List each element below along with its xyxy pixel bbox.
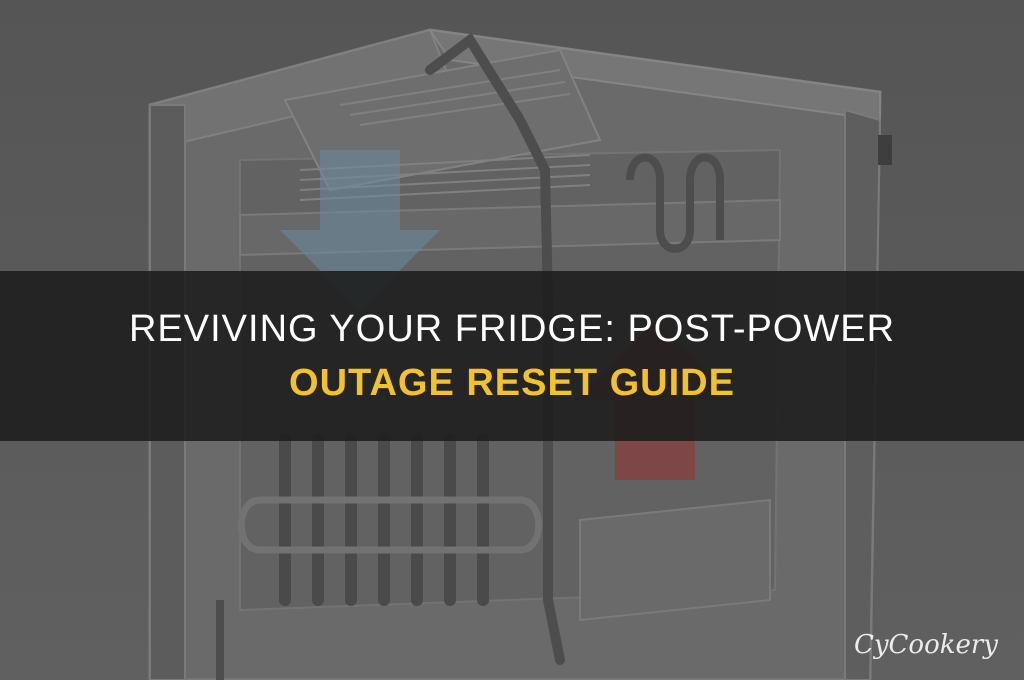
condenser-coils bbox=[279, 434, 489, 606]
cold-air-arrow-icon bbox=[280, 150, 440, 310]
title-line-1: REVIVING YOUR FRIDGE: POST-POWER bbox=[128, 308, 896, 350]
refrigerant-tube bbox=[425, 32, 565, 665]
title-line-2: OUTAGE RESET GUIDE bbox=[289, 362, 735, 404]
site-watermark: CyCookery bbox=[853, 630, 998, 660]
title-banner: REVIVING YOUR FRIDGE: POST-POWER OUTAGE … bbox=[0, 271, 1024, 441]
